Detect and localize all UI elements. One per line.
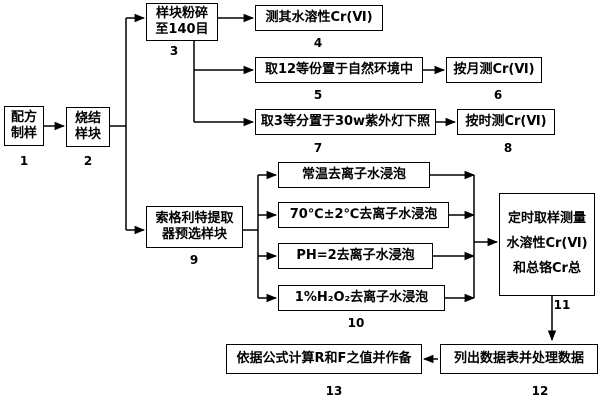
step-8-timed-measure: 按时测Cr(Ⅵ) (457, 109, 555, 135)
step-7-label: 取3等分置于30w紫外灯下照 (260, 113, 431, 129)
step-10b-70c-soak: 70℃±2℃去离子水浸泡 (278, 202, 449, 228)
step-1-number: 1 (19, 154, 29, 168)
step-3-crush-block: 样块粉碎至140目 (146, 3, 218, 41)
step-13-label: 依据公式计算R和F之值并作备 (236, 350, 412, 366)
step-2-sintered-block: 烧结样块 (66, 107, 110, 147)
step-12-number: 12 (531, 384, 549, 398)
step-12-tabulate-data: 列出数据表并处理数据 (440, 344, 598, 374)
step-1-line-1: 配方 (10, 109, 37, 125)
step-8-number: 8 (503, 141, 513, 155)
step-6-number: 6 (493, 88, 503, 102)
step-10b-label: 70℃±2℃去离子水浸泡 (289, 206, 438, 222)
step-10c-label: PH=2去离子水浸泡 (296, 247, 415, 263)
step-9-line-1: 索格利特提取 (155, 210, 234, 226)
step-9-line-2: 器预选样块 (161, 227, 227, 242)
step-1-line-2: 制样 (10, 126, 37, 141)
step-10-number: 10 (347, 316, 365, 330)
step-7-uv-lamp: 取3等分置于30w紫外灯下照 (255, 109, 436, 135)
step-1-formula-sampling: 配方制样 (4, 106, 44, 146)
step-10d-label: 1%H₂O₂去离子水浸泡 (294, 289, 429, 305)
step-5-number: 5 (313, 88, 323, 102)
step-8-label: 按时测Cr(Ⅵ) (465, 113, 547, 129)
step-10d-h2o2-soak: 1%H₂O₂去离子水浸泡 (278, 285, 445, 311)
step-7-number: 7 (313, 141, 323, 155)
step-2-line-2: 样块 (74, 127, 101, 142)
step-2-number: 2 (83, 154, 93, 168)
step-2-line-1: 烧结 (74, 110, 101, 126)
step-11-number: 11 (553, 298, 571, 312)
step-6-label: 按月测Cr(Ⅵ) (453, 61, 535, 77)
step-10a-room-temp-soak: 常温去离子水浸泡 (278, 162, 430, 188)
step-11-line-2: 水溶性Cr(Ⅵ) (506, 236, 588, 252)
step-3-number: 3 (169, 44, 179, 58)
step-9-soxhlet-preselect: 索格利特提取器预选样块 (146, 206, 243, 248)
step-13-number: 13 (325, 384, 343, 398)
step-11-line-3: 和总铬Cr总 (513, 260, 581, 276)
step-3-line-1: 样块粉碎 (155, 5, 208, 21)
step-5-label: 取12等份置于自然环境中 (264, 61, 414, 77)
step-5-natural-environment: 取12等份置于自然环境中 (255, 57, 423, 83)
step-9-number: 9 (189, 253, 199, 267)
step-10c-ph2-soak: PH=2去离子水浸泡 (278, 243, 433, 269)
step-12-label: 列出数据表并处理数据 (453, 350, 584, 366)
step-11-timed-sampling: 定时取样测量水溶性Cr(Ⅵ) 和总铬Cr总 (499, 193, 595, 296)
step-4-number: 4 (313, 36, 323, 50)
step-10a-label: 常温去离子水浸泡 (301, 166, 406, 182)
step-4-measure-solubility: 测其水溶性Cr(Ⅵ) (255, 5, 383, 31)
step-4-label: 测其水溶性Cr(Ⅵ) (265, 9, 373, 25)
step-11-line-1: 定时取样测量 (507, 211, 586, 227)
step-6-monthly-measure: 按月测Cr(Ⅵ) (446, 57, 542, 83)
step-3-line-2: 至140目 (155, 22, 209, 37)
step-13-compute-r-f: 依据公式计算R和F之值并作备 (226, 344, 422, 374)
